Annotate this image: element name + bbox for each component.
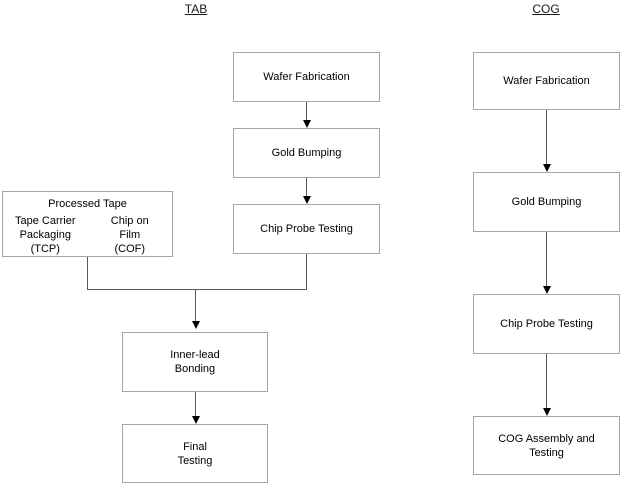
arrowhead-tab-wafer-to-gold (302, 120, 311, 128)
connector-tab-tape-to-merge (87, 257, 88, 289)
connector-cog-gold-to-chip (546, 232, 547, 287)
node-label: Wafer Fabrication (263, 71, 350, 83)
tab-flow-title: TAB (184, 2, 208, 16)
node-label: Chip Probe Testing (500, 318, 593, 330)
node-cog-assembly-and-testing: COG Assembly and Testing (473, 416, 620, 475)
node-tab-chip-probe-testing: Chip Probe Testing (233, 204, 380, 254)
node-label: Inner-lead Bonding (170, 349, 220, 375)
node-label: Chip Probe Testing (260, 223, 353, 235)
arrowhead-tab-inner-lead-to-final (191, 416, 200, 424)
connector-tab-gold-to-chip (306, 178, 307, 197)
node-tab-wafer-fabrication: Wafer Fabrication (233, 52, 380, 102)
node-cog-wafer-fabrication: Wafer Fabrication (473, 52, 620, 110)
connector-tab-inner-lead-to-final (195, 392, 196, 417)
connector-cog-wafer-to-gold (546, 110, 547, 165)
processed-tape-title: Processed Tape (48, 198, 127, 210)
node-label: Final Testing (177, 440, 213, 467)
node-tab-gold-bumping: Gold Bumping (233, 128, 380, 178)
node-cog-gold-bumping: Gold Bumping (473, 172, 620, 232)
connector-tab-chip-to-merge (306, 254, 307, 289)
processed-tape-columns: Tape Carrier Packaging (TCP) Chip on Fil… (3, 214, 172, 256)
arrowhead-cog-wafer-to-gold (542, 164, 551, 172)
node-label: Wafer Fabrication (503, 75, 590, 87)
arrowhead-tab-merge-to-inner-lead (191, 321, 200, 329)
connector-tab-merge-to-inner-lead (195, 289, 196, 321)
node-tab-processed-tape: Processed Tape Tape Carrier Packaging (T… (2, 191, 173, 257)
arrowhead-tab-gold-to-chip (302, 196, 311, 204)
node-tab-final-testing: Final Testing (122, 424, 268, 483)
cog-flow-title: COG (532, 2, 560, 16)
node-cog-chip-probe-testing: Chip Probe Testing (473, 294, 620, 354)
node-tab-inner-lead-bonding: Inner-lead Bonding (122, 332, 268, 392)
node-label: COG Assembly and Testing (498, 432, 595, 459)
processed-tape-cof-label: Chip on Film (COF) (110, 215, 149, 255)
node-label: Gold Bumping (511, 196, 582, 208)
connector-tab-merge-horizontal (87, 289, 307, 290)
node-label: Gold Bumping (271, 147, 342, 159)
arrowhead-cog-chip-to-assembly (542, 408, 551, 416)
connector-cog-chip-to-assembly (546, 354, 547, 409)
connector-tab-wafer-to-gold (306, 102, 307, 121)
arrowhead-cog-gold-to-chip (542, 286, 551, 294)
processed-tape-tcp-label: Tape Carrier Packaging (TCP) (14, 215, 76, 255)
